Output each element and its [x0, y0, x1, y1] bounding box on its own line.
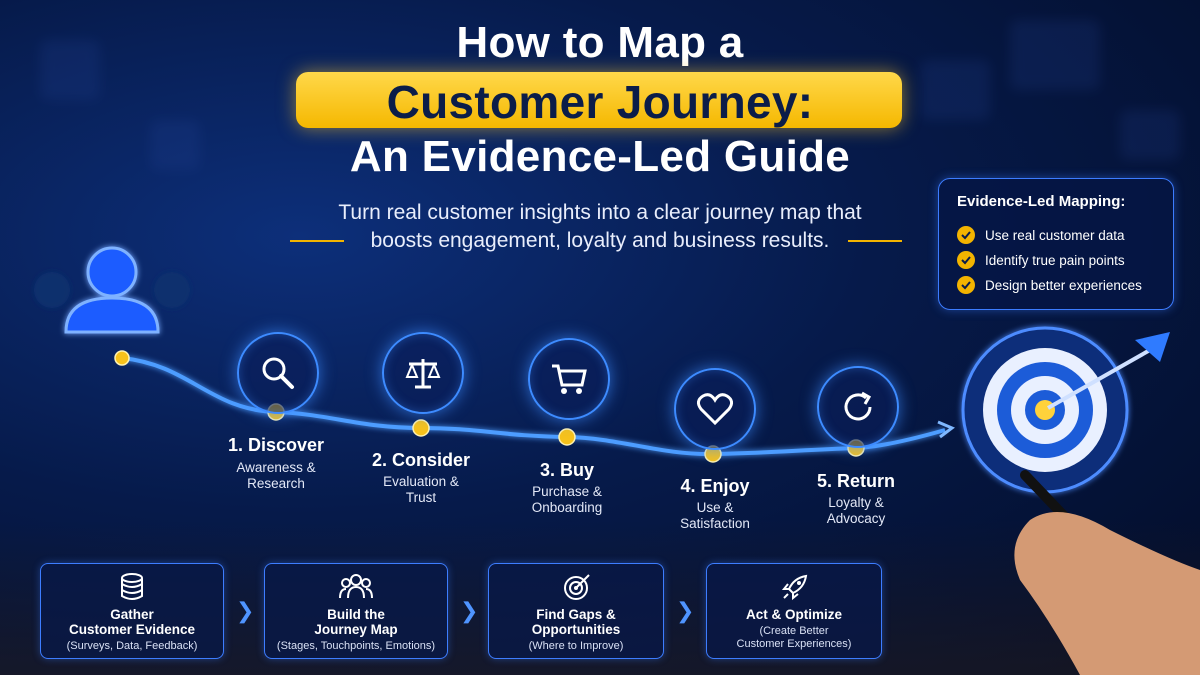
- evidence-panel: Evidence-Led Mapping: Use real customer …: [938, 178, 1174, 310]
- evidence-item-label: Identify true pain points: [985, 252, 1125, 268]
- bullseye-target-icon: [961, 326, 1129, 494]
- users-icon: [339, 574, 373, 599]
- page-title-line2: Customer Journey:: [386, 76, 814, 128]
- evidence-item-label: Design better experiences: [985, 277, 1142, 293]
- step-title: Find Gaps &Opportunities: [531, 607, 621, 637]
- checkmark-icon: [957, 276, 975, 294]
- stage-desc: Onboarding: [531, 500, 603, 515]
- evidence-item: Identify true pain points: [957, 251, 1125, 269]
- evidence-panel-heading: Evidence-Led Mapping:: [957, 193, 1126, 210]
- title-highlight: [296, 72, 902, 128]
- stage-desc: Evaluation &: [383, 474, 459, 489]
- path-dot: [558, 428, 576, 446]
- database-icon: [121, 573, 143, 600]
- refresh-icon: [844, 391, 872, 421]
- target-small-icon: [564, 574, 590, 600]
- stage-desc: Loyalty &: [828, 495, 884, 510]
- page-title-line3: An Evidence-Led Guide: [349, 132, 851, 181]
- step-desc: Customer Experiences): [736, 638, 852, 650]
- magnifier-icon: [262, 357, 294, 389]
- step-desc: (Create Better: [759, 625, 829, 637]
- stage-desc: Trust: [405, 490, 437, 505]
- scales-icon: [405, 359, 441, 389]
- chevron-right-icon: ❯: [460, 598, 479, 623]
- arrow-icon: [1047, 332, 1170, 410]
- step-card-act: Act & Optimize (Create Better Customer E…: [706, 563, 882, 659]
- subtitle-line1: Turn real customer insights into a clear…: [338, 201, 862, 224]
- evidence-item: Design better experiences: [957, 276, 1142, 294]
- heart-icon: [696, 393, 734, 426]
- evidence-item: Use real customer data: [957, 226, 1125, 244]
- checkmark-icon: [957, 251, 975, 269]
- path-dot: [114, 350, 130, 366]
- chevron-right-icon: ❯: [236, 598, 255, 623]
- cart-icon: [552, 364, 587, 394]
- stage-desc: Purchase &: [532, 484, 602, 499]
- stage-desc: Research: [247, 476, 305, 491]
- subtitle-decoration-left: [290, 240, 344, 242]
- stage-icon-discover: [237, 332, 319, 414]
- stage-title: 2. Consider: [371, 450, 471, 470]
- stage-icon-buy: [528, 338, 610, 420]
- step-desc: (Stages, Touchpoints, Emotions): [276, 640, 436, 652]
- hand-with-pen-icon: [1014, 470, 1200, 675]
- page-title-line1: How to Map a: [456, 18, 744, 67]
- stage-title: 4. Enjoy: [680, 476, 750, 496]
- evidence-item-label: Use real customer data: [985, 227, 1125, 243]
- stage-desc: Advocacy: [826, 511, 886, 526]
- customer-icon: [34, 246, 190, 334]
- stage-desc: Awareness &: [236, 460, 316, 475]
- stage-title: 1. Discover: [227, 435, 325, 455]
- stage-title: 3. Buy: [539, 460, 595, 480]
- path-dot: [412, 419, 430, 437]
- stage-desc: Use &: [696, 500, 734, 515]
- step-desc: (Where to Improve): [528, 640, 624, 652]
- checkmark-icon: [957, 226, 975, 244]
- stage-icon-enjoy: [674, 368, 756, 450]
- stage-desc: Satisfaction: [680, 516, 750, 531]
- chevron-right-icon: ❯: [676, 598, 695, 623]
- stage-icon-consider: [382, 332, 464, 414]
- stage-icon-return: [817, 366, 899, 448]
- step-card-find-gaps: Find Gaps &Opportunities (Where to Impro…: [488, 563, 664, 659]
- stage-title: 5. Return: [816, 471, 895, 491]
- rocket-icon: [781, 574, 808, 601]
- step-desc: (Surveys, Data, Feedback): [66, 640, 198, 652]
- step-title: Act & Optimize: [745, 607, 842, 622]
- subtitle-line2: boosts engagement, loyalty and business …: [370, 229, 830, 252]
- subtitle-decoration-right: [848, 240, 902, 242]
